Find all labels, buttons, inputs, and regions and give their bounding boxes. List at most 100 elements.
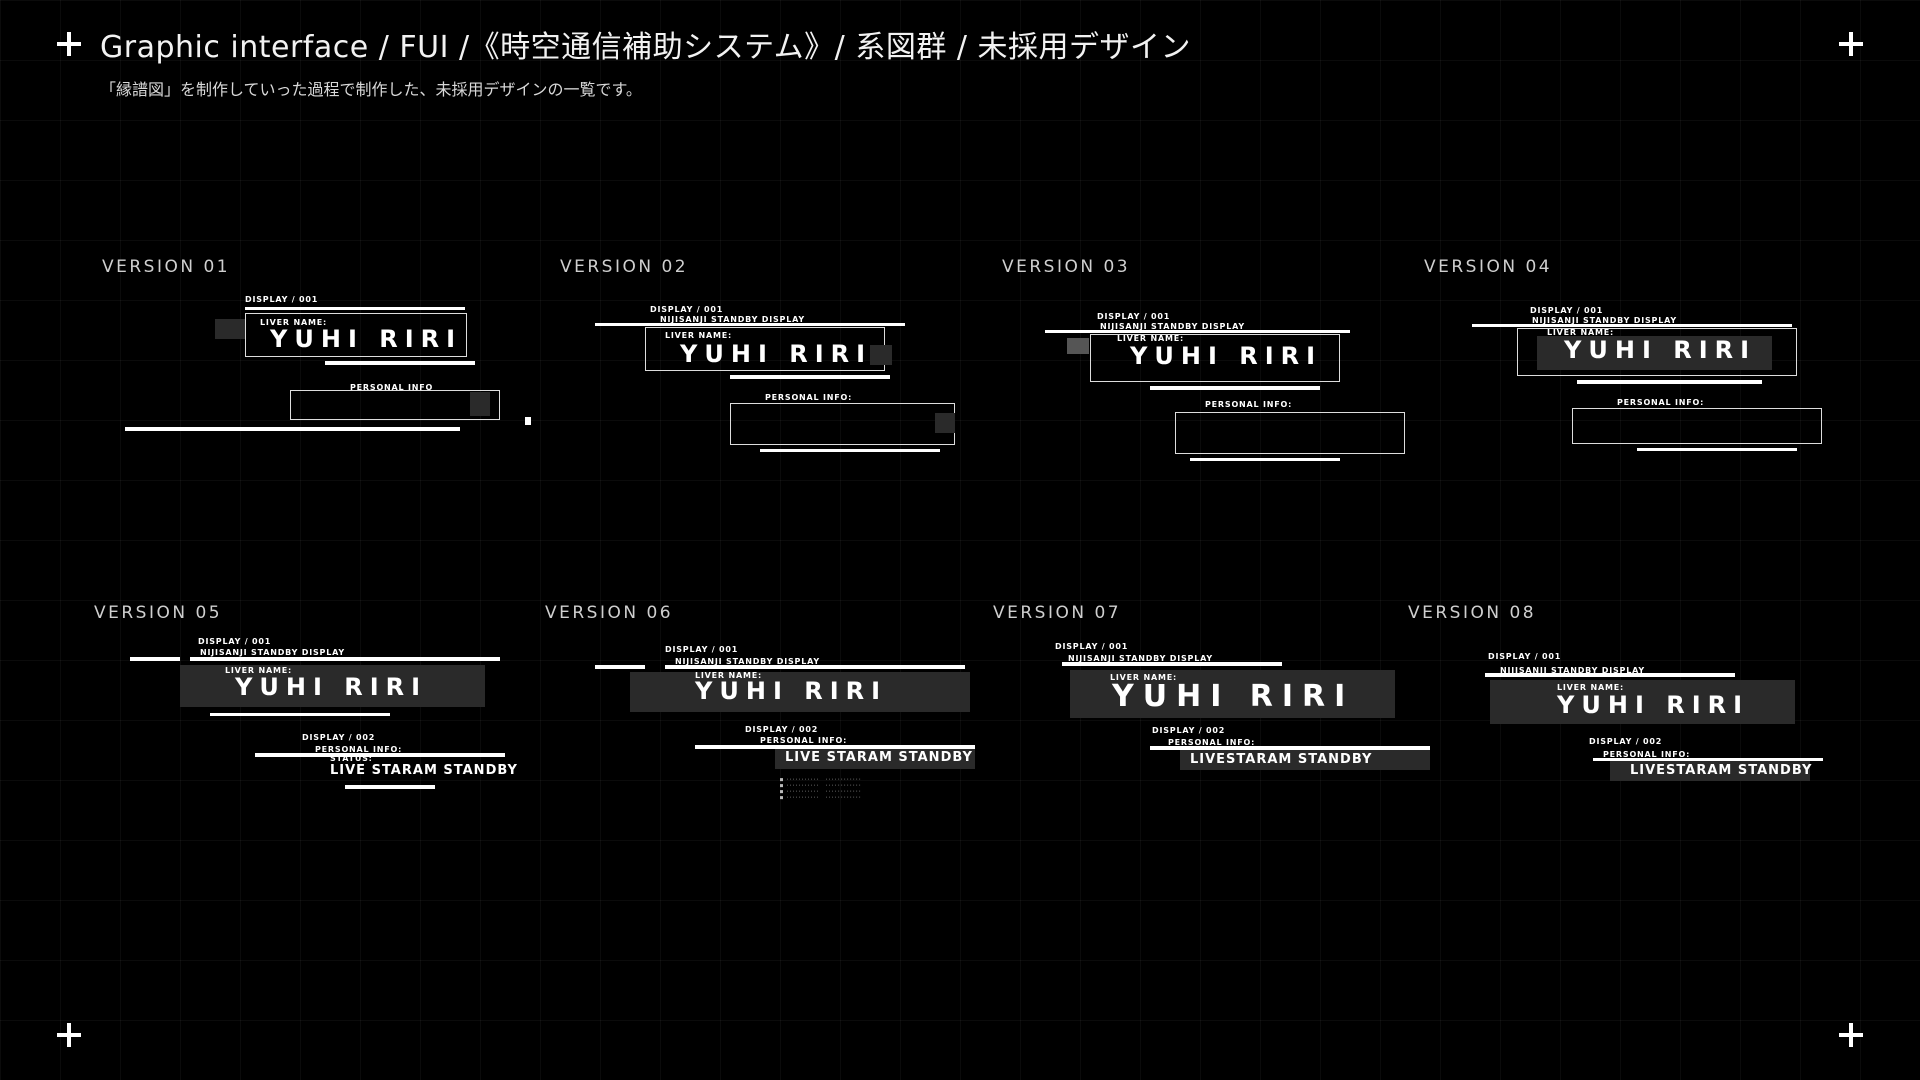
liver-name-label: LIVER NAME: (1557, 683, 1624, 692)
liver-name-label: LIVER NAME: (695, 671, 762, 680)
info-frame (290, 390, 500, 420)
liver-name: YUHI RIRI (1564, 336, 1757, 364)
liver-name-label: LIVER NAME: (225, 666, 292, 675)
frame-bar (1472, 324, 1792, 327)
personal-info-label: PERSONAL INFO: (1603, 750, 1691, 759)
info-frame (1175, 412, 1405, 454)
frame-bar (1062, 662, 1282, 666)
status-text: LIVE STARAM STANDBY (785, 750, 973, 765)
status-text: LIVESTARAM STANDBY (1630, 763, 1813, 778)
version-05-panel: DISPLAY / 001 NIJISANJI STANDBY DISPLAY … (130, 637, 520, 797)
frame-bar (595, 323, 905, 326)
frame-bar (1637, 448, 1797, 451)
liver-name: YUHI RIRI (270, 325, 463, 353)
liver-name-label: LIVER NAME: (260, 318, 327, 327)
frame-bar (1150, 746, 1430, 750)
liver-name: YUHI RIRI (680, 340, 873, 368)
status-text: LIVE STARAM STANDBY (330, 763, 518, 778)
liver-name-label: LIVER NAME: (665, 331, 732, 340)
personal-info-label: PERSONAL INFO: (765, 393, 853, 402)
personal-info-label: PERSONAL INFO: (1168, 738, 1256, 747)
personal-info-label: PERSONAL INFO (350, 383, 434, 392)
display-label: DISPLAY / 002 (302, 733, 376, 742)
status-backplate (775, 749, 975, 769)
standby-label: NIJISANJI STANDBY DISPLAY (200, 648, 345, 657)
frame-bar (665, 665, 965, 669)
profile-detail-text: ■ ··········· ············ ■ ···········… (780, 777, 862, 801)
liver-name: YUHI RIRI (235, 673, 428, 701)
name-frame (1517, 328, 1797, 376)
side-block (935, 413, 955, 433)
frame-bar (1593, 758, 1823, 761)
frame-bar (325, 361, 475, 365)
liver-name: YUHI RIRI (1112, 679, 1355, 714)
frame-bar (760, 449, 940, 452)
version-08-panel: DISPLAY / 001 NIJISANJI STANDBY DISPLAY … (1485, 652, 1835, 782)
liver-name-label: LIVER NAME: (1547, 328, 1614, 337)
version-label: VERSION 07 (993, 603, 1122, 623)
display-label: DISPLAY / 001 (665, 645, 739, 654)
version-03-panel: DISPLAY / 001 NIJISANJI STANDBY DISPLAY … (1045, 312, 1415, 462)
status-backplate (1610, 761, 1810, 781)
status-text: LIVESTARAM STANDBY (1190, 752, 1373, 767)
frame-bar (190, 657, 500, 661)
info-frame (1572, 408, 1822, 444)
name-backplate (180, 665, 485, 707)
corner-plus-icon (1839, 1023, 1863, 1047)
frame-bar (595, 665, 645, 669)
standby-label: NIJISANJI STANDBY DISPLAY (660, 315, 805, 324)
liver-name: YUHI RIRI (1130, 342, 1323, 370)
version-01-panel: DISPLAY / 001 LIVER NAME: YUHI RIRI PERS… (120, 295, 540, 435)
liver-name: YUHI RIRI (695, 677, 888, 705)
frame-bar (730, 375, 890, 379)
side-block (470, 392, 490, 416)
frame-bar (1577, 380, 1762, 384)
display-label: DISPLAY / 001 (1097, 312, 1171, 321)
corner-plus-icon (1839, 32, 1863, 56)
display-label: DISPLAY / 001 (198, 637, 272, 646)
frame-bar (255, 753, 505, 757)
status-label: STATUS: (330, 754, 373, 763)
personal-info-label: PERSONAL INFO: (760, 736, 848, 745)
personal-info-label: PERSONAL INFO: (1205, 400, 1293, 409)
frame-bar (245, 307, 465, 310)
version-label: VERSION 08 (1408, 603, 1537, 623)
name-backplate (1070, 670, 1395, 718)
personal-info-label: PERSONAL INFO: (1617, 398, 1705, 407)
display-label: DISPLAY / 001 (1488, 652, 1562, 661)
display-label: DISPLAY / 001 (1530, 306, 1604, 315)
side-block (870, 345, 892, 365)
version-07-panel: DISPLAY / 001 NIJISANJI STANDBY DISPLAY … (1050, 642, 1430, 842)
display-label: DISPLAY / 001 (245, 295, 319, 304)
page-title: Graphic interface / FUI /《時空通信補助システム》/ 系… (100, 30, 1191, 65)
name-backplate (630, 672, 970, 712)
version-label: VERSION 03 (1002, 257, 1131, 277)
version-04-panel: DISPLAY / 001 NIJISANJI STANDBY DISPLAY … (1472, 306, 1842, 456)
frame-bar (1150, 386, 1320, 390)
standby-label: NIJISANJI STANDBY DISPLAY (1532, 316, 1677, 325)
frame-bar (695, 745, 975, 749)
version-label: VERSION 01 (102, 257, 231, 277)
corner-plus-icon (57, 1023, 81, 1047)
frame-bar (345, 785, 435, 789)
version-label: VERSION 06 (545, 603, 674, 623)
display-label: DISPLAY / 002 (745, 725, 819, 734)
side-block (1067, 338, 1089, 354)
version-label: VERSION 02 (560, 257, 689, 277)
status-backplate (1180, 750, 1430, 770)
display-label: DISPLAY / 002 (1152, 726, 1226, 735)
name-frame (245, 313, 467, 357)
corner-plus-icon (57, 32, 81, 56)
page-subtitle: 「縁譜図」を制作していった過程で制作した、未採用デザインの一覧です。 (100, 80, 642, 99)
frame-bar (1485, 673, 1735, 677)
liver-name: YUHI RIRI (1557, 691, 1750, 719)
frame-bar (1190, 458, 1340, 461)
frame-bar (210, 713, 390, 716)
version-02-panel: DISPLAY / 001 NIJISANJI STANDBY DISPLAY … (595, 305, 965, 455)
display-label: DISPLAY / 002 (1589, 737, 1663, 746)
name-backplate (1537, 336, 1772, 370)
standby-label: NIJISANJI STANDBY DISPLAY (1100, 322, 1245, 331)
frame-bar (125, 427, 460, 431)
version-label: VERSION 04 (1424, 257, 1553, 277)
